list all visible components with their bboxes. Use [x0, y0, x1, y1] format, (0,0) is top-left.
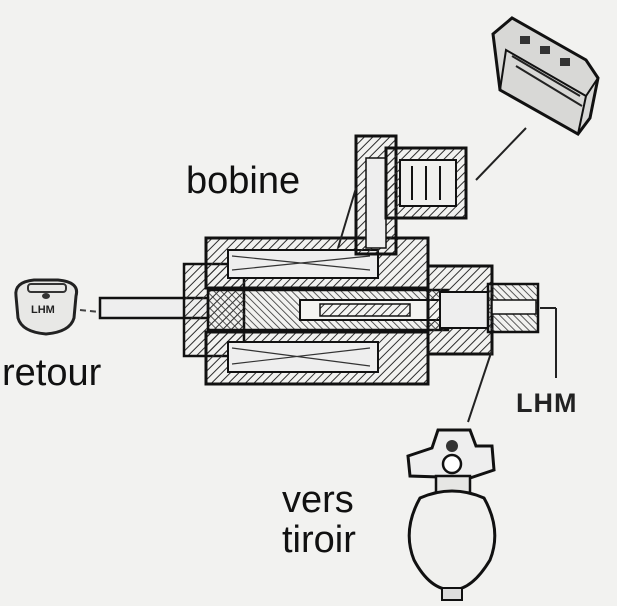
lhm-label: LHM: [516, 388, 578, 418]
return-leader-line: [79, 309, 101, 313]
tiroir-line: tiroir: [282, 519, 356, 561]
vers-line: vers: [282, 479, 354, 521]
retour-label: retour: [2, 352, 102, 394]
electrical-connector-icon: [491, 16, 600, 136]
reservoir-cap-label: LHM: [31, 304, 55, 316]
accumulator-sphere-icon: [406, 428, 497, 601]
vers-tiroir-label: vers tiroir: [282, 480, 356, 560]
bobine-leader-line: [337, 187, 357, 249]
tiroir-leader-line: [467, 349, 493, 423]
bobine-label: bobine: [186, 160, 301, 202]
solenoid-valve-icon: [98, 134, 540, 386]
connector-leader-line: [475, 127, 527, 181]
reservoir-cap-icon: [14, 278, 79, 336]
